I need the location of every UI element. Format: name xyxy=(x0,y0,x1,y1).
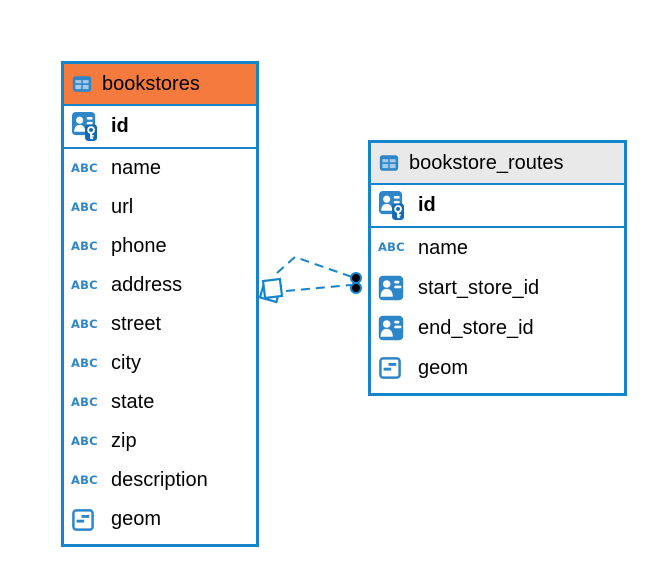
entity-header-bookstore-routes[interactable]: bookstore_routes xyxy=(371,143,624,185)
column-name: street xyxy=(111,313,162,335)
text-type-icon: ABC xyxy=(71,394,98,409)
column-name: name xyxy=(418,236,469,259)
column-name: name xyxy=(111,157,162,179)
text-type-icon: ABC xyxy=(378,240,405,255)
text-type-icon: ABC xyxy=(71,433,98,448)
column-name: state xyxy=(111,391,155,413)
column-row[interactable]: ABC zip xyxy=(64,422,256,461)
column-row[interactable]: geom xyxy=(64,500,256,539)
relationship-line-end-store[interactable] xyxy=(285,284,352,292)
column-row[interactable]: end_store_id xyxy=(371,308,624,348)
column-row[interactable]: id xyxy=(371,185,624,228)
column-name: address xyxy=(111,274,183,296)
column-row[interactable]: ABC city xyxy=(64,344,256,383)
entity-bookstore-routes[interactable]: bookstore_routes id ABC name start_store… xyxy=(368,140,627,396)
text-type-icon: ABC xyxy=(71,316,98,331)
column-row[interactable]: ABC street xyxy=(64,305,256,344)
relationship-line-start-store[interactable] xyxy=(276,255,353,278)
text-type-icon: ABC xyxy=(71,160,98,175)
user-reference-icon xyxy=(378,315,410,341)
table-icon xyxy=(71,73,93,95)
text-type-icon: ABC xyxy=(71,199,98,214)
column-row[interactable]: ABC state xyxy=(64,383,256,422)
column-row[interactable]: id xyxy=(64,106,256,149)
entity-title: bookstore_routes xyxy=(409,151,564,174)
one-end-dot-icon[interactable] xyxy=(350,272,362,294)
many-end-diamond-icon[interactable] xyxy=(258,277,284,304)
column-row[interactable]: ABC name xyxy=(64,149,256,188)
geometry-type-icon xyxy=(378,356,410,380)
column-row[interactable]: ABC description xyxy=(64,461,256,500)
column-row[interactable]: ABC name xyxy=(371,228,624,268)
entity-bookstores[interactable]: bookstores id ABC name ABC url ABC phone… xyxy=(61,61,259,547)
column-row[interactable]: ABC url xyxy=(64,188,256,227)
user-reference-icon xyxy=(378,275,410,301)
table-icon xyxy=(378,152,400,174)
column-name: phone xyxy=(111,235,167,257)
primary-key-user-icon xyxy=(378,190,410,221)
entity-header-bookstores[interactable]: bookstores xyxy=(64,64,256,106)
column-name: start_store_id xyxy=(418,276,540,299)
column-name: end_store_id xyxy=(418,316,534,339)
column-name: geom xyxy=(111,508,162,530)
entity-title: bookstores xyxy=(102,72,200,95)
column-name: zip xyxy=(111,430,137,452)
column-name: city xyxy=(111,352,141,374)
column-name: id xyxy=(111,115,129,137)
column-row[interactable]: geom xyxy=(371,348,624,388)
text-type-icon: ABC xyxy=(71,472,98,487)
column-row[interactable]: ABC phone xyxy=(64,227,256,266)
column-row[interactable]: start_store_id xyxy=(371,268,624,308)
column-name: id xyxy=(418,194,436,216)
text-type-icon: ABC xyxy=(71,277,98,292)
geometry-type-icon xyxy=(71,508,103,532)
column-name: description xyxy=(111,469,208,491)
column-name: url xyxy=(111,196,134,218)
column-name: geom xyxy=(418,356,469,379)
text-type-icon: ABC xyxy=(71,355,98,370)
column-row[interactable]: ABC address xyxy=(64,266,256,305)
primary-key-user-icon xyxy=(71,111,103,142)
text-type-icon: ABC xyxy=(71,238,98,253)
